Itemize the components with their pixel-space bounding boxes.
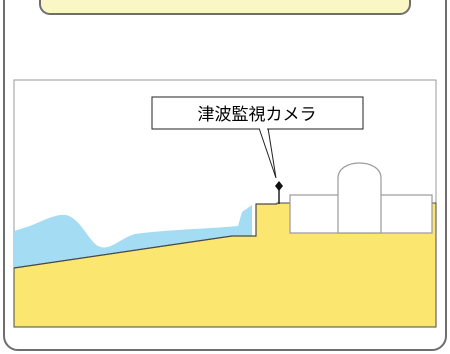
callout-label: 津波監視カメラ — [198, 105, 317, 125]
callout-box — [151, 96, 364, 130]
seawall-outline — [13, 203, 277, 269]
top-banner-box — [39, 0, 411, 15]
callout-pointer — [258, 127, 277, 179]
camera-icon — [275, 181, 283, 191]
reactor-dome — [337, 162, 382, 234]
sea-water — [14, 205, 252, 268]
